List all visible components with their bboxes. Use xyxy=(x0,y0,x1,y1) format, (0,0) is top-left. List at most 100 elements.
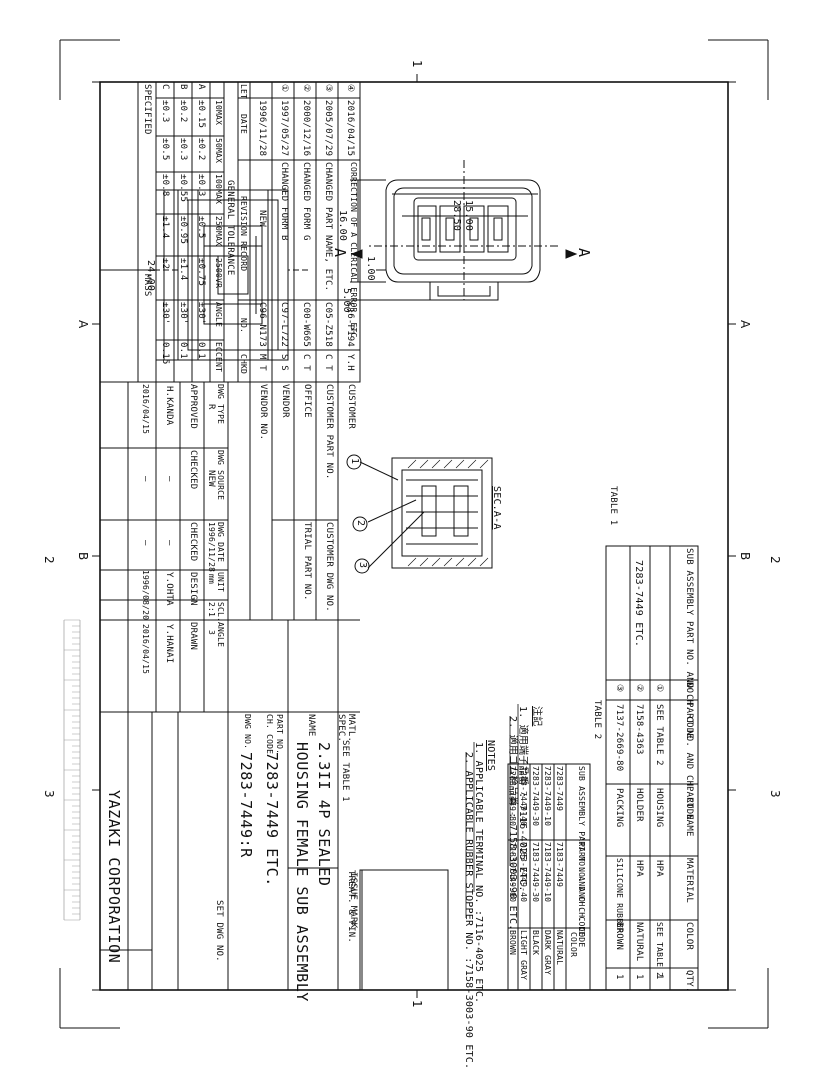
tol-cell: ±0.5 xyxy=(196,216,206,239)
rev-h-date: DATE xyxy=(239,114,248,135)
tb-unit-h: UNIT xyxy=(216,572,225,593)
rev-r3-date: 2000/12/16 xyxy=(301,100,311,157)
zone-mid-3: 3 xyxy=(768,790,782,798)
tol-cell: ±0.3 xyxy=(178,138,188,161)
tol-cell: A xyxy=(196,84,206,90)
tb-dash-1: — xyxy=(164,476,174,482)
zone-left-1: 1 xyxy=(410,60,424,68)
tol-header: 50MAX xyxy=(214,138,223,164)
rev-h-chkd: CHKD xyxy=(239,354,248,375)
tb-issue-mark: ISSUE MARK xyxy=(348,872,358,929)
tb-spec: SPEC. xyxy=(336,714,346,743)
t1-r3-part: 7137-2669-80 xyxy=(614,704,624,772)
t1-r1-mat: HPA xyxy=(654,860,664,877)
tb-set-dwg: SET DWG NO. xyxy=(214,900,224,962)
tb-dwg-type: R xyxy=(206,404,216,410)
rev-h-no: NO. xyxy=(239,318,248,334)
t2-r1-part: 7183-7449 xyxy=(555,842,564,888)
tol-header: ANGLE xyxy=(214,302,223,328)
tb-vendor: VENDOR xyxy=(280,384,290,418)
tb-customer: CUSTOMER xyxy=(346,384,356,429)
zone-top-a: A xyxy=(738,320,752,329)
tb-customer-part: CUSTOMER PART NO. xyxy=(324,384,334,480)
t2-r4-sub: 7283-7449-40 xyxy=(519,766,528,827)
rev-r5-desc: NEW xyxy=(257,210,267,227)
side-view xyxy=(138,189,308,361)
t2-h3: COLOR xyxy=(569,932,578,958)
t1-h-mat: MATERIAL xyxy=(684,858,694,903)
tb-design-date: 1996/08/20 xyxy=(141,570,150,621)
tol-cell: ±0.55 xyxy=(178,174,188,203)
t2-r1-sub: 7283-7449 xyxy=(555,766,564,812)
t2-h2: PART NO. AND CH. CODE xyxy=(577,842,586,948)
dim-16: 16.00 xyxy=(337,210,348,242)
t1-r3-no: ③ xyxy=(614,684,624,693)
tol-header: 100MAX xyxy=(214,174,223,205)
t2-r3-color: BLACK xyxy=(531,930,540,956)
section-marker-bottom: A xyxy=(331,248,349,258)
tol-cell: ±0.2 xyxy=(178,100,188,123)
dim-28-5: 28.50 xyxy=(451,200,462,232)
tb-name1: 2.3II 4P SEALED xyxy=(315,742,333,887)
tb-unit: mm xyxy=(207,574,216,585)
t1-r1-qty: 1 xyxy=(654,974,664,980)
tol-cell: ±0.3 xyxy=(160,100,170,123)
tol-cell: 0.1 xyxy=(196,342,206,359)
note-jp-title: 注記 xyxy=(531,706,542,727)
rev-r3-let: ② xyxy=(301,84,311,93)
tb-trial: TRIAL PART NO. xyxy=(302,522,312,601)
tb-drawn-date: 2016/04/15 xyxy=(141,624,150,675)
dim-15: 15.00 xyxy=(463,200,474,232)
section-view xyxy=(346,454,493,574)
tb-vendor-no: VENDOR NO. xyxy=(258,384,268,441)
zone-bottom-b: B xyxy=(76,552,90,561)
tol-cell: ±2 xyxy=(160,258,170,270)
rev-r5-no: C96-N173 xyxy=(257,302,267,347)
rev-r5-date: 1996/11/28 xyxy=(257,100,267,157)
tb-approve-date: 2016/04/15 xyxy=(141,384,150,435)
balloon-3: 3 xyxy=(357,562,368,569)
tb-angle-h: ANGLE xyxy=(216,622,225,648)
tol-cell: ±0.15 xyxy=(196,100,206,129)
tol-header: 250MAX xyxy=(214,216,223,247)
t1-r2-mat: HPA xyxy=(634,860,644,877)
rev-r4-date: 1997/05/27 xyxy=(279,100,289,157)
tol-cell: ±0.8 xyxy=(160,174,170,197)
balloon-2: 2 xyxy=(355,520,366,527)
rev-r1-chkd: Y.H xyxy=(345,354,355,371)
t2-r5-sub: 7283-7449-80 xyxy=(508,766,517,827)
t1-r2-no: ② xyxy=(634,684,644,693)
tol-cell: ±0.95 xyxy=(178,216,188,245)
t2-r2-sub: 7283-7449-10 xyxy=(543,766,552,827)
tol-header: ECCENT xyxy=(214,342,223,373)
t1-r3-color: BROWN xyxy=(614,922,624,951)
t1-r1-name: HOUSING xyxy=(654,788,664,828)
tb-office: OFFICE xyxy=(302,384,312,418)
tb-scl: 2:1 xyxy=(207,602,216,618)
rev-h-let: LET xyxy=(239,84,248,100)
rev-r5-chkd: M T xyxy=(257,354,267,371)
tb-customer-dwg: CUSTOMER DWG NO. xyxy=(324,522,334,612)
tb-dwg-date-h: DWG DATE xyxy=(216,522,225,563)
rev-h-record: REVISION RECORD xyxy=(239,196,248,272)
t2-r3-part: 7183-7449-30 xyxy=(531,842,540,903)
t1-r3-qty: 1 xyxy=(614,974,624,980)
tol-cell: ±30' xyxy=(178,302,188,325)
tol-cell: ±1.4 xyxy=(178,258,188,281)
tol-cell: 0.1 xyxy=(178,342,188,359)
tb-dwg-source-h: DWG SOURCE xyxy=(216,450,225,501)
tol-header: 2500VR xyxy=(214,258,223,289)
t2-r3-sub: 7283-7449-30 xyxy=(531,766,540,827)
tol-cell: ±30' xyxy=(160,302,170,325)
section-marker-top: A xyxy=(575,248,593,258)
t1-h-no: NO. xyxy=(684,682,694,699)
tb-partno-h: PART NO. xyxy=(275,714,284,755)
tol-title: GENERAL TOLERANCE xyxy=(225,180,235,276)
tb-partno: 7283-7449 ETC. xyxy=(263,752,281,887)
rev-r1-no: C16-P194 xyxy=(345,302,355,347)
t1-r3-name: PACKING xyxy=(614,788,624,828)
tb-drawn: DRAWN xyxy=(188,622,198,651)
rev-r1-date: 2016/04/15 xyxy=(345,100,355,157)
rev-r4-desc: CHANGED FORM B xyxy=(279,162,289,241)
t1-h-qty: QTY. xyxy=(684,970,694,993)
